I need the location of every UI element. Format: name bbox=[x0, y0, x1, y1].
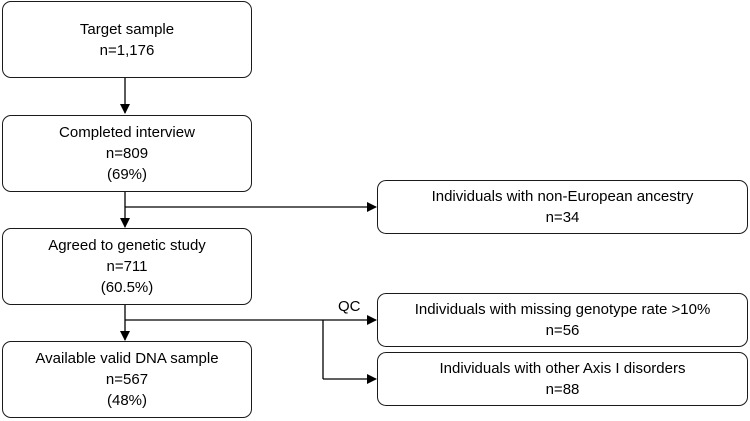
completed-interview-box: Completed interview n=809 (69%) bbox=[2, 115, 252, 192]
axis-disorders-count: n=88 bbox=[545, 381, 580, 398]
completed-interview-percent: (69%) bbox=[106, 166, 147, 183]
genetic-study-box: Agreed to genetic study n=711 (60.5%) bbox=[2, 228, 252, 305]
missing-genotype-count: n=56 bbox=[545, 322, 580, 339]
completed-interview-count: n=809 bbox=[105, 145, 149, 162]
non-european-ancestry-box: Individuals with non-European ancestry n… bbox=[377, 180, 748, 234]
non-european-ancestry-count: n=34 bbox=[545, 209, 580, 226]
axis-disorders-title: Individuals with other Axis I disorders bbox=[439, 360, 686, 377]
missing-genotype-title: Individuals with missing genotype rate >… bbox=[414, 301, 711, 318]
dna-sample-title: Available valid DNA sample bbox=[35, 350, 219, 367]
missing-genotype-box: Individuals with missing genotype rate >… bbox=[377, 293, 748, 347]
qc-label: QC bbox=[338, 298, 361, 315]
completed-interview-title: Completed interview bbox=[59, 124, 195, 141]
genetic-study-percent: (60.5%) bbox=[100, 279, 154, 296]
dna-sample-box: Available valid DNA sample n=567 (48%) bbox=[2, 341, 252, 418]
genetic-study-count: n=711 bbox=[106, 258, 148, 275]
axis-disorders-box: Individuals with other Axis I disorders … bbox=[377, 352, 748, 406]
non-european-ancestry-title: Individuals with non-European ancestry bbox=[431, 188, 694, 205]
target-sample-box: Target sample n=1,176 bbox=[2, 1, 252, 78]
genetic-study-title: Agreed to genetic study bbox=[48, 237, 206, 254]
target-sample-title: Target sample bbox=[79, 20, 175, 38]
target-sample-count: n=1,176 bbox=[99, 41, 155, 59]
dna-sample-count: n=567 bbox=[105, 371, 149, 388]
dna-sample-percent: (48%) bbox=[106, 392, 147, 409]
